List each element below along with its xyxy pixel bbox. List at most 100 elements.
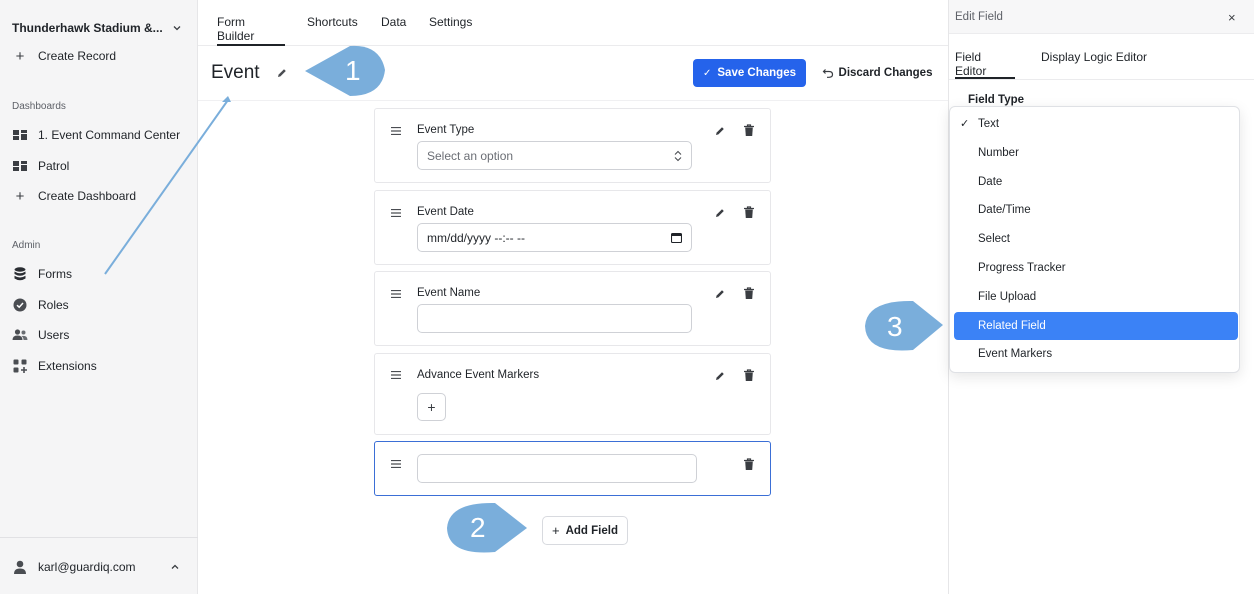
extensions-icon — [12, 358, 28, 374]
option-date-time[interactable]: Date/Time — [954, 196, 1238, 224]
sidebar-item-forms[interactable]: Forms — [12, 264, 72, 284]
org-name: Thunderhawk Stadium &... — [12, 21, 163, 35]
pencil-icon[interactable] — [714, 207, 726, 219]
users-icon — [12, 327, 28, 343]
option-select[interactable]: Select — [954, 225, 1238, 253]
option-event-markers[interactable]: Event Markers — [954, 340, 1238, 368]
event-name-input[interactable] — [417, 304, 692, 333]
check-icon: ✓ — [702, 67, 712, 79]
option-label: Date — [978, 176, 1003, 188]
callout-1-arrow — [104, 45, 385, 275]
option-label: Related Field — [978, 320, 1046, 332]
field-card-advance-event-markers[interactable]: Advance Event Markers + — [374, 353, 771, 435]
field-type-label: Field Type — [968, 94, 1025, 106]
user-avatar-icon — [14, 560, 26, 574]
callout-3-number: 3 — [887, 311, 903, 342]
calendar-icon[interactable] — [671, 232, 682, 243]
option-text[interactable]: ✓ Text — [954, 110, 1238, 138]
divider — [198, 100, 948, 101]
discard-changes-label: Discard Changes — [838, 67, 933, 79]
add-field-label: Add Field — [565, 524, 618, 537]
select-placeholder: Select an option — [427, 148, 514, 163]
dashboard-icon — [12, 158, 28, 174]
field-title: Event Type — [417, 124, 475, 136]
close-icon[interactable]: × — [1228, 10, 1236, 25]
sidebar-item-label: Patrol — [38, 159, 70, 173]
drag-handle-icon[interactable] — [391, 460, 401, 468]
new-field-input[interactable] — [417, 454, 697, 483]
pencil-icon[interactable] — [276, 67, 288, 79]
tab-field-editor[interactable]: Field Editor — [955, 50, 1015, 79]
option-number[interactable]: Number — [954, 139, 1238, 167]
field-title: Event Date — [417, 206, 474, 218]
user-menu[interactable]: karl@guardiq.com — [0, 537, 198, 594]
trash-icon[interactable] — [743, 458, 755, 471]
sidebar-item-label: Forms — [38, 267, 72, 281]
option-file-upload[interactable]: File Upload — [954, 283, 1238, 311]
field-card-new[interactable] — [374, 441, 771, 496]
admin-section-label: Admin — [12, 240, 41, 251]
field-title: Event Name — [417, 287, 481, 299]
sidebar-item-patrol[interactable]: Patrol — [12, 156, 69, 176]
sidebar-item-roles[interactable]: Roles — [12, 295, 69, 315]
field-type-dropdown: ✓ Text Number Date Date/Time Select Prog… — [949, 106, 1240, 373]
pencil-icon[interactable] — [714, 288, 726, 300]
discard-changes-button[interactable]: Discard Changes — [820, 59, 934, 87]
plus-icon: + — [15, 47, 25, 65]
trash-icon[interactable] — [743, 287, 755, 300]
option-label: Date/Time — [978, 204, 1031, 216]
callout-3-shape — [865, 300, 943, 351]
tab-shortcuts[interactable]: Shortcuts — [307, 15, 358, 29]
field-card-event-date[interactable]: Event Date mm/dd/yyyy --:-- -- — [374, 190, 771, 265]
create-record-button[interactable]: + Create Record — [12, 46, 116, 66]
option-label: Event Markers — [978, 348, 1053, 360]
plus-icon: + — [15, 187, 25, 205]
sidebar-item-label: Create Dashboard — [38, 189, 137, 203]
tab-form-builder[interactable]: Form Builder — [217, 15, 285, 46]
trash-icon[interactable] — [743, 206, 755, 219]
option-date[interactable]: Date — [954, 168, 1238, 196]
event-date-input[interactable]: mm/dd/yyyy --:-- -- — [417, 223, 692, 252]
sidebar-item-label: Extensions — [38, 359, 97, 373]
option-related-field[interactable]: Related Field — [954, 312, 1238, 340]
sidebar-item-extensions[interactable]: Extensions — [12, 356, 97, 376]
trash-icon[interactable] — [743, 369, 755, 382]
field-title: Advance Event Markers — [417, 369, 540, 381]
date-value: mm/dd/yyyy --:-- -- — [427, 230, 525, 245]
tab-settings[interactable]: Settings — [429, 15, 473, 29]
option-progress-tracker[interactable]: Progress Tracker — [954, 254, 1238, 282]
page-title: Event — [211, 62, 260, 83]
drag-handle-icon[interactable] — [391, 371, 401, 379]
tab-data[interactable]: Data — [381, 15, 407, 29]
save-changes-button[interactable]: ✓ Save Changes — [693, 59, 806, 87]
tab-display-logic-editor[interactable]: Display Logic Editor — [1041, 50, 1148, 64]
trash-icon[interactable] — [743, 124, 755, 137]
drag-handle-icon[interactable] — [391, 290, 401, 298]
option-label: Number — [978, 147, 1019, 159]
pencil-icon[interactable] — [714, 370, 726, 382]
pencil-icon[interactable] — [714, 125, 726, 137]
panel-header: Edit Field × — [949, 0, 1254, 34]
divider — [949, 79, 1254, 80]
edit-field-panel: Edit Field × Field Editor Display Logic … — [948, 0, 1254, 594]
drag-handle-icon[interactable] — [391, 209, 401, 217]
database-icon — [12, 266, 28, 282]
dashboards-section-label: Dashboards — [12, 101, 66, 112]
event-type-select[interactable]: Select an option — [417, 141, 692, 170]
panel-title: Edit Field — [955, 11, 1003, 23]
drag-handle-icon[interactable] — [391, 127, 401, 135]
sidebar-item-users[interactable]: Users — [12, 325, 69, 345]
sidebar-item-event-command-center[interactable]: 1. Event Command Center — [12, 125, 180, 145]
create-dashboard-button[interactable]: + Create Dashboard — [12, 186, 136, 206]
create-record-label: Create Record — [38, 49, 117, 63]
option-label: File Upload — [978, 291, 1037, 303]
save-changes-label: Save Changes — [717, 67, 796, 79]
sidebar-item-label: Users — [38, 328, 70, 342]
field-card-event-type[interactable]: Event Type Select an option — [374, 108, 771, 183]
org-switcher[interactable]: Thunderhawk Stadium &... — [12, 20, 182, 36]
add-marker-button[interactable]: + — [417, 393, 446, 421]
field-card-event-name[interactable]: Event Name — [374, 271, 771, 346]
add-field-button[interactable]: + Add Field — [542, 516, 628, 545]
chevron-down-icon — [173, 26, 181, 31]
option-label: Progress Tracker — [978, 262, 1066, 274]
